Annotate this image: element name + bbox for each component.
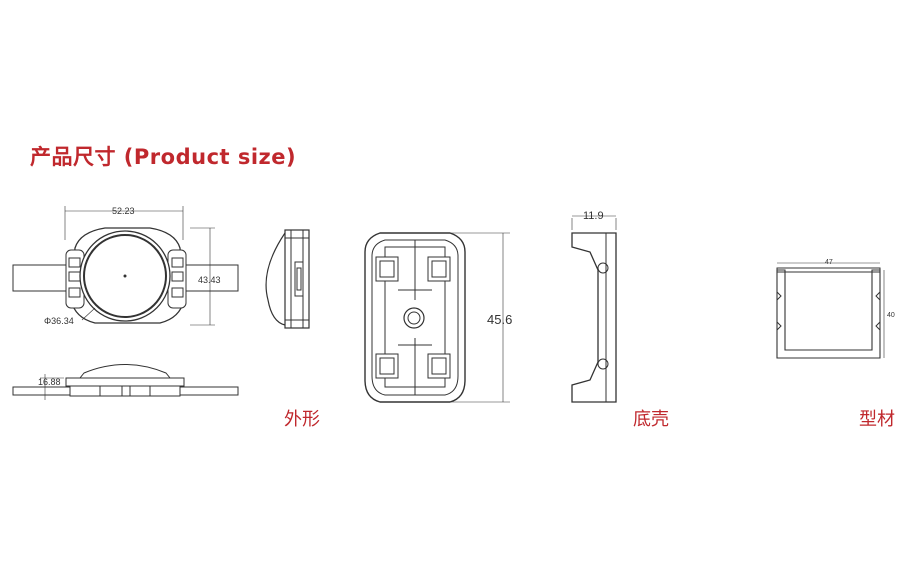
housing-front-view [364,232,510,403]
dim-width: 52.23 [112,206,135,216]
caption-housing: 底壳 [633,409,669,430]
dim-depth: 16.88 [38,377,61,387]
page-title: 产品尺寸 (Product size) [30,145,297,169]
module-profile-view [265,229,310,329]
dim-housing-depth: 11.9 [583,210,604,222]
housing-side-view [571,215,617,403]
profile-section-view [776,262,885,359]
dim-height: 43.43 [198,275,221,285]
module-top-view [12,206,239,326]
dim-length: 45.6 [487,312,512,327]
module-side-view [12,364,239,400]
caption-appearance: 外形 [284,409,320,430]
caption-profile: 型材 [859,409,895,430]
dim-profile-height: 40 [887,312,895,319]
dim-diameter: Φ36.34 [44,316,74,326]
dim-profile-width: 47 [825,259,833,266]
